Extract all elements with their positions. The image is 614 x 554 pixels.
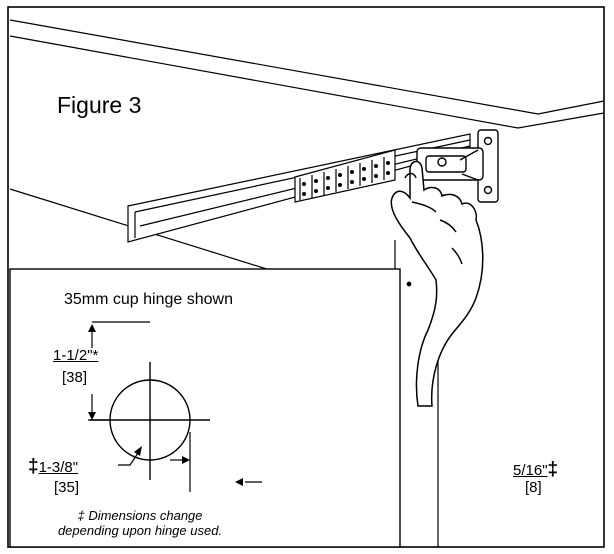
dim-leader-diameter [118, 446, 142, 466]
dagger-mark: ‡ [547, 459, 559, 480]
dim-cup-offset-imperial: 1-1/2"* [53, 347, 99, 364]
dimension-note: ‡ Dimensions change depending upon hinge… [40, 508, 240, 538]
dim-cup-diameter-imperial: 1-3/8" [38, 459, 79, 476]
dim-edge-offset-imperial: 5/16" [513, 462, 548, 479]
dagger-mark: ‡ [77, 508, 85, 523]
cabinet-top-right-edge [537, 100, 605, 115]
inset-title: 35mm cup hinge shown [64, 291, 233, 308]
cabinet-top-back-edge [9, 19, 539, 115]
inset-border [9, 268, 401, 548]
dim-edge-offset-metric: [8] [525, 479, 542, 496]
note-line-1: Dimensions change [88, 508, 203, 523]
dagger-mark: ‡ [28, 456, 39, 477]
screw-hole [406, 281, 412, 287]
cabinet-face-top-edge [517, 112, 605, 129]
dim-edge-offset: 5/16"‡ [513, 460, 558, 479]
hand [390, 160, 484, 407]
figure-title: Figure 3 [57, 92, 142, 118]
dim-cup-offset-metric: [38] [62, 369, 88, 386]
dim-line-vertical [88, 321, 150, 421]
dim-cup-diameter: ‡1-3/8" [28, 457, 78, 476]
dim-cup-diameter-metric: [35] [54, 479, 80, 496]
dim-line-edge [170, 432, 262, 492]
cabinet-top-front-edge [9, 35, 519, 129]
note-line-2: depending upon hinge used. [57, 523, 223, 538]
inset-panel [9, 268, 401, 548]
